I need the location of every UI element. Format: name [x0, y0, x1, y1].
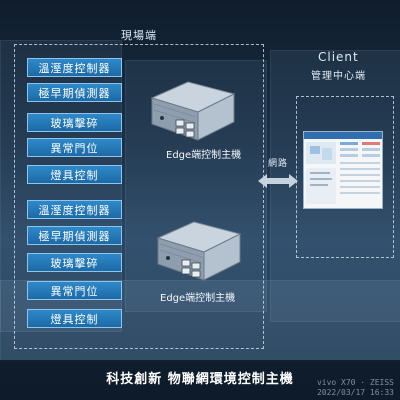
footer-title: 科技創新 物聯網環境控制主機: [0, 360, 400, 400]
field-frame: [14, 44, 264, 349]
sensor-item: 極早期偵測器: [27, 226, 122, 245]
sensor-item: 異常門位: [27, 138, 122, 157]
sensor-item: 玻璃擊碎: [27, 253, 122, 272]
client-subtitle: 管理中心端: [311, 71, 366, 82]
management-dashboard-screen: [303, 131, 383, 209]
field-label: 現場端: [121, 29, 157, 42]
edge-controller-label: Edge端控制主機: [160, 293, 236, 304]
bidirectional-arrow-icon: [258, 174, 298, 188]
edge-controller-device-icon: [156, 221, 242, 281]
edge-controller-label: Edge端控制主機: [166, 150, 242, 161]
client-frame: [296, 96, 394, 258]
sensor-item: 異常門位: [27, 281, 122, 300]
sensor-item: 玻璃擊碎: [27, 113, 122, 132]
sensor-item: 燈具控制: [27, 309, 122, 328]
network-label: 網路: [268, 159, 289, 169]
sensor-item: 極早期偵測器: [27, 83, 122, 102]
sensor-item: 溫溼度控制器: [27, 58, 122, 77]
client-title: Client: [318, 50, 359, 64]
sensor-item: 燈具控制: [27, 165, 122, 184]
edge-controller-device-icon: [150, 81, 236, 141]
camera-watermark: vivo X70 · ZEISS 2022/03/17 16:33: [316, 378, 394, 397]
sensor-item: 溫溼度控制器: [27, 200, 122, 219]
